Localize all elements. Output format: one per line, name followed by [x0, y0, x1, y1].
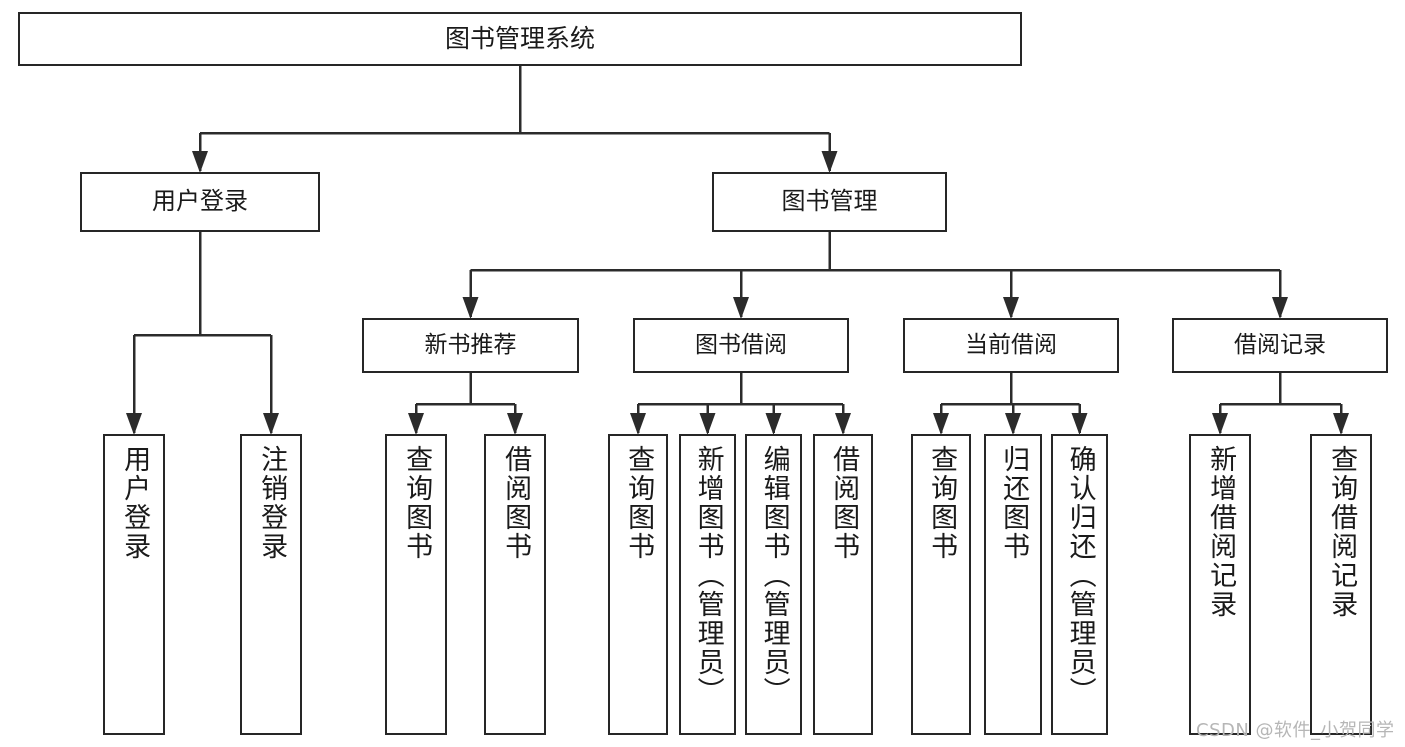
node-book-manage[interactable]: 图书管理	[712, 172, 947, 232]
node-leaf-add-book[interactable]: 新增图书（管理员）	[679, 434, 736, 735]
node-leaf-query-book-1[interactable]: 查询图书	[385, 434, 447, 735]
node-leaf-user-login[interactable]: 用户登录	[103, 434, 165, 735]
node-label: 借阅图书	[828, 445, 860, 561]
node-label: 查询图书	[401, 445, 433, 561]
node-label: 借阅图书	[500, 445, 532, 561]
node-leaf-query-book-2[interactable]: 查询图书	[608, 434, 668, 735]
node-leaf-borrow-book-2[interactable]: 借阅图书	[813, 434, 873, 735]
node-label: 查询图书	[926, 445, 958, 561]
csdn-watermark: CSDN @软件_小贺同学	[1196, 720, 1395, 741]
node-label: 当前借阅	[965, 332, 1057, 359]
node-leaf-query-record[interactable]: 查询借阅记录	[1310, 434, 1372, 735]
node-book-borrow[interactable]: 图书借阅	[633, 318, 849, 373]
node-label: 图书管理系统	[444, 23, 595, 53]
node-new-book-rec[interactable]: 新书推荐	[362, 318, 579, 373]
node-leaf-query-book-3[interactable]: 查询图书	[911, 434, 971, 735]
node-label: 用户登录	[119, 445, 151, 561]
node-label: 用户登录	[152, 187, 248, 216]
node-label: 编辑图书（管理员）	[758, 445, 790, 706]
node-label: 查询图书	[623, 445, 655, 561]
node-label: 查询借阅记录	[1326, 445, 1358, 619]
node-leaf-add-record[interactable]: 新增借阅记录	[1189, 434, 1251, 735]
node-borrow-record[interactable]: 借阅记录	[1172, 318, 1388, 373]
node-label: 图书借阅	[695, 332, 787, 359]
node-label: 新增图书（管理员）	[692, 445, 724, 706]
node-leaf-borrow-book-1[interactable]: 借阅图书	[484, 434, 546, 735]
node-root[interactable]: 图书管理系统	[18, 12, 1022, 66]
node-user-login[interactable]: 用户登录	[80, 172, 320, 232]
node-leaf-return-book[interactable]: 归还图书	[984, 434, 1042, 735]
node-label: 新书推荐	[424, 332, 517, 359]
node-label: 借阅记录	[1234, 332, 1326, 359]
node-label: 新增借阅记录	[1205, 445, 1237, 619]
node-label: 确认归还（管理员）	[1064, 445, 1096, 706]
node-leaf-edit-book[interactable]: 编辑图书（管理员）	[745, 434, 802, 735]
node-leaf-logout[interactable]: 注销登录	[240, 434, 302, 735]
node-label: 图书管理	[781, 187, 878, 216]
node-label: 归还图书	[998, 445, 1030, 561]
node-leaf-confirm-return[interactable]: 确认归还（管理员）	[1051, 434, 1108, 735]
node-current-borrow[interactable]: 当前借阅	[903, 318, 1119, 373]
node-label: 注销登录	[256, 445, 288, 561]
